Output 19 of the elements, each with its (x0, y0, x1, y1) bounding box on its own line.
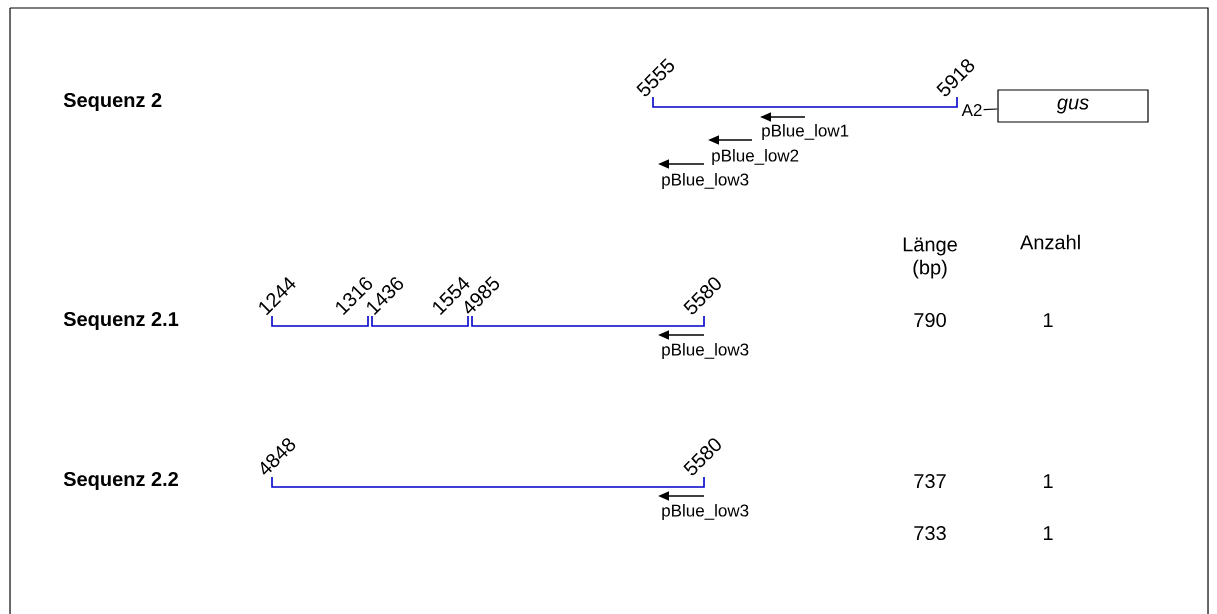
table-cell: 790 (914, 312, 946, 328)
table-cell: 1 (1043, 526, 1053, 540)
primer-label: pBlue_low3 (662, 504, 749, 520)
table-header: Länge (bp) (903, 237, 957, 279)
region-label: A2 (961, 104, 982, 116)
row-heading: Sequenz 2 (63, 92, 162, 112)
gene-box: gus (997, 89, 1149, 123)
primer-label: pBlue_low3 (662, 343, 749, 359)
table-header: Anzahl (1020, 234, 1080, 250)
table-cell: 733 (914, 525, 946, 541)
connector-line (983, 108, 998, 111)
table-cell: 737 (914, 473, 946, 489)
table-cell: 1 (1043, 313, 1053, 327)
primer-label: pBlue_low2 (712, 149, 799, 165)
row-heading: Sequenz 2.1 (63, 311, 179, 331)
primer-label: pBlue_low3 (662, 173, 749, 189)
table-cell: 1 (1043, 474, 1053, 488)
primer-label: pBlue_low1 (762, 124, 849, 140)
row-heading: Sequenz 2.2 (63, 471, 178, 491)
